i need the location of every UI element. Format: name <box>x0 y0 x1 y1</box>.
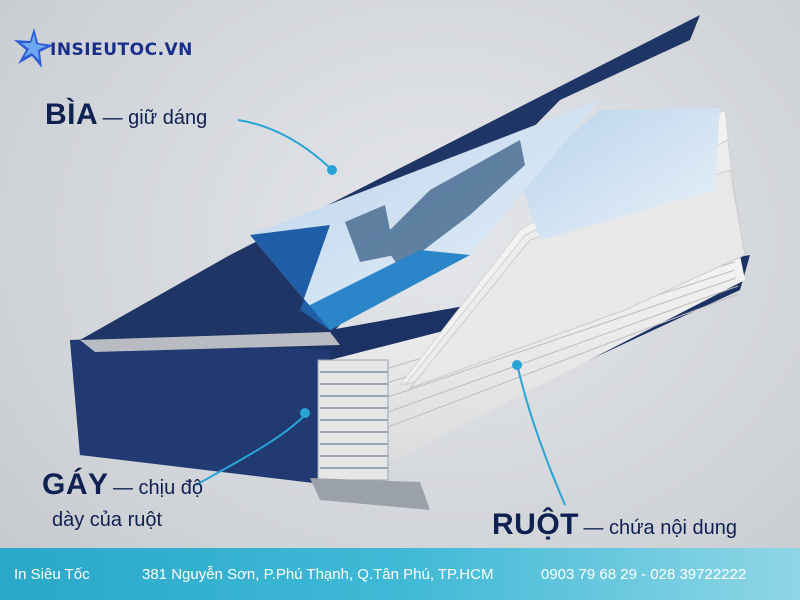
footer-address: 381 Nguyễn Sơn, P.Phú Thạnh, Q.Tân Phú, … <box>142 565 494 583</box>
star-logo-icon <box>14 28 54 68</box>
label-cover: BÌA — giữ dáng <box>45 98 207 132</box>
label-cover-title: BÌA <box>45 98 99 131</box>
page-block <box>330 255 745 488</box>
book-illustration <box>70 15 750 510</box>
logo-text: INSIEUTOC.VN <box>50 40 193 60</box>
label-cover-desc: — giữ dáng <box>102 107 208 129</box>
footer-phones[interactable]: 0903 79 68 29 - 028 39722222 <box>541 565 747 583</box>
spine <box>70 340 330 485</box>
label-pages-title: RUỘT <box>492 508 579 541</box>
label-pages-desc: — chứa nội dung <box>583 517 737 539</box>
brand-logo[interactable]: INSIEUTOC.VN <box>12 26 193 70</box>
label-spine-title: GÁY <box>42 468 109 501</box>
footer-bar: In Siêu Tốc 381 Nguyễn Sơn, P.Phú Thạnh,… <box>0 548 800 600</box>
label-pages: RUỘT — chứa nội dung <box>492 508 737 542</box>
footer-company: In Siêu Tốc <box>14 565 90 583</box>
label-spine-desc2: dày của ruột <box>52 509 163 531</box>
label-spine-desc: — chịu độ <box>112 477 204 499</box>
label-spine: GÁY — chịu độ dày của ruột <box>42 470 203 535</box>
